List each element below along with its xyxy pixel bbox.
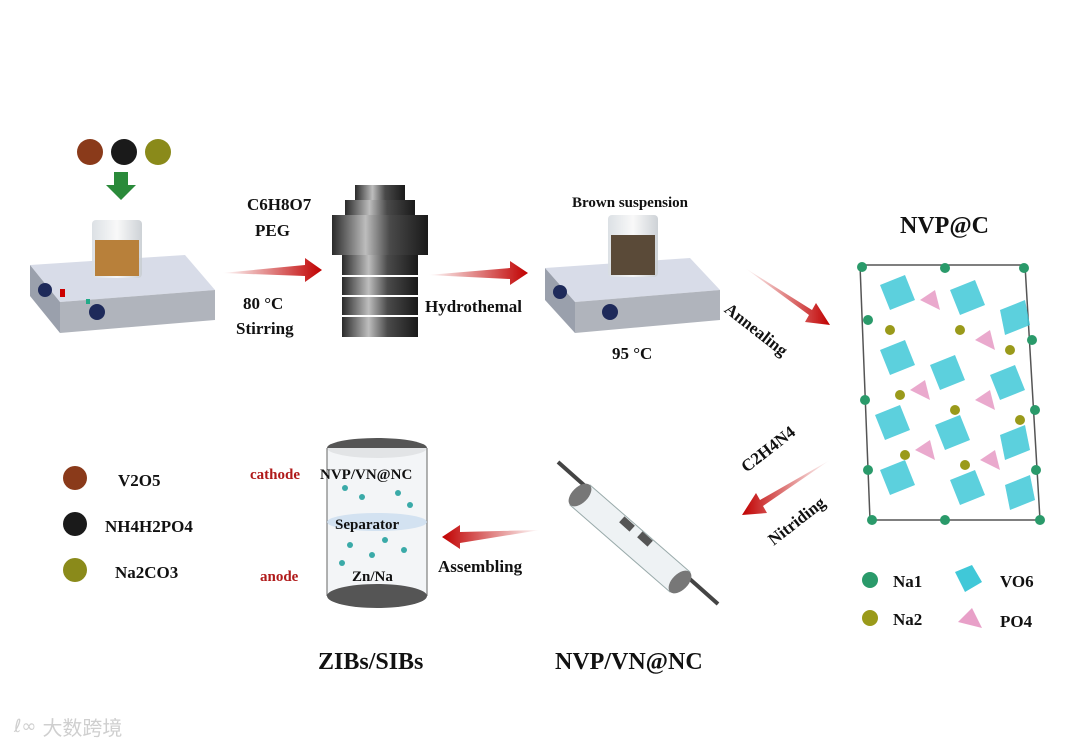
watermark-logo-icon: ℓ∞ (14, 716, 37, 737)
legend-na2co3-label: Na2CO3 (115, 563, 179, 582)
arrow-hydrothermal (428, 261, 528, 285)
separator-label: Separator (335, 517, 400, 533)
v2o5-ball (77, 139, 103, 165)
vo6-legend-icon (955, 565, 982, 592)
legend-na1-label: Na1 (893, 572, 923, 591)
watermark: ℓ∞ 大数跨境 (14, 712, 122, 741)
legend-na2co3-icon (63, 558, 87, 582)
legend-vo6-label: VO6 (1000, 572, 1034, 591)
electrode-tube (556, 460, 720, 606)
zibs-sibs-title: ZIBs/SIBs (318, 649, 424, 675)
legend-na2-label: Na2 (893, 610, 923, 629)
assembling-label: Assembling (438, 557, 523, 576)
stirring-label: Stirring (236, 319, 294, 338)
hydrothermal-label: Hydrothemal (425, 297, 522, 316)
arrow-annealing (745, 268, 830, 325)
arrow-stirring (222, 258, 322, 282)
arrow-nitriding (742, 460, 830, 515)
legend-nh4h2po4-icon (63, 512, 87, 536)
hotplate-2 (545, 215, 720, 333)
cathode-label: cathode (250, 467, 300, 483)
arrow-assembling (442, 525, 540, 549)
brown-suspension-label: Brown suspension (572, 195, 689, 211)
legend-v2o5-icon (63, 466, 87, 490)
po4-legend-icon (958, 608, 982, 628)
autoclave (332, 185, 428, 337)
cathode-material: NVP/VN@NC (320, 467, 413, 483)
hotplate-1 (30, 220, 215, 333)
reagent-peg: PEG (255, 221, 290, 240)
watermark-text: 大数跨境 (42, 716, 123, 740)
na2co3-ball (145, 139, 171, 165)
battery-cell (326, 438, 428, 608)
temp-95-label: 95 °C (612, 344, 653, 363)
down-arrow-icon (106, 172, 136, 200)
legend-nh4h2po4-label: NH4H2PO4 (105, 517, 193, 536)
reagent-c6h8o7: C6H8O7 (247, 195, 312, 214)
anode-material: Zn/Na (352, 569, 393, 585)
nvp-c-title: NVP@C (900, 213, 989, 239)
na2-legend-icon (862, 610, 878, 626)
stirring-temp: 80 °C (243, 294, 284, 313)
crystal-structure (857, 262, 1045, 525)
nvp-vn-nc-title: NVP/VN@NC (555, 649, 703, 675)
legend-v2o5-label: V2O5 (118, 471, 161, 490)
nh4h2po4-ball (111, 139, 137, 165)
anode-label: anode (260, 569, 299, 585)
legend-po4-label: PO4 (1000, 612, 1033, 631)
na1-legend-icon (862, 572, 878, 588)
